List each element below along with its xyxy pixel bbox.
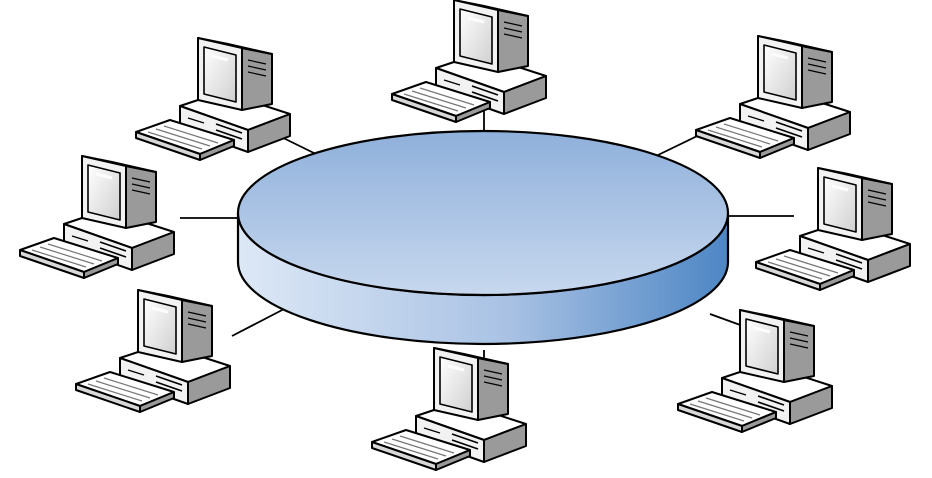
desktop-computer-icon (134, 36, 292, 162)
desktop-computer-icon (18, 154, 176, 280)
desktop-computer-icon (370, 346, 528, 472)
network-hub (236, 129, 730, 346)
desktop-computer-icon (390, 0, 548, 124)
desktop-computer-icon (694, 34, 852, 160)
desktop-computer-icon (74, 288, 232, 414)
desktop-computer-icon (676, 308, 834, 434)
link-bottom-left (231, 307, 287, 337)
desktop-computer-icon (754, 166, 912, 292)
